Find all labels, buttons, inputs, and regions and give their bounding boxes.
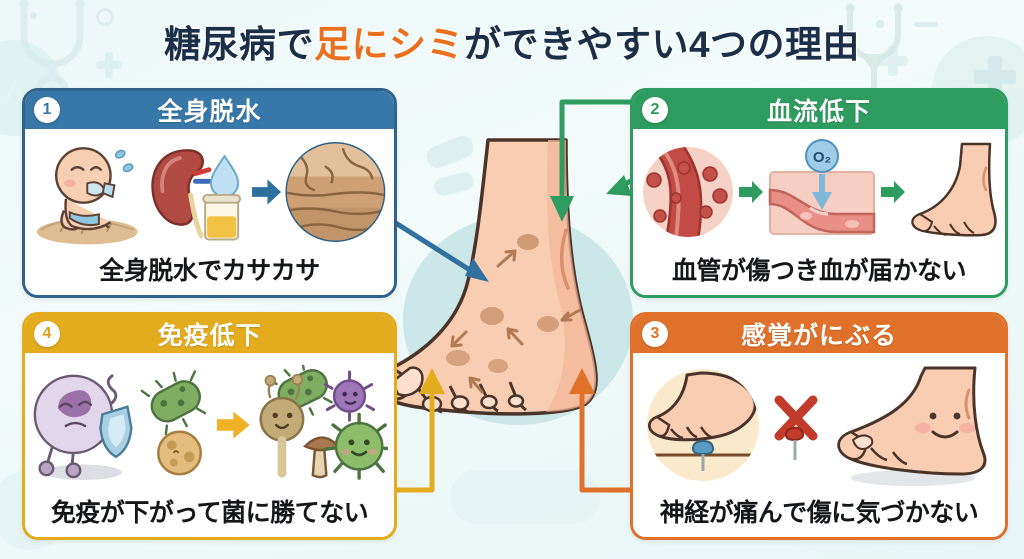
arrow-right-icon <box>881 181 906 203</box>
panel-2-artwork: O₂ <box>639 133 999 251</box>
panel-dehydration[interactable]: 1 全身脱水 <box>22 88 397 298</box>
panel-1-body: 全身脱水でカサカサ <box>25 129 394 295</box>
panel-1-caption: 全身脱水でカサカサ <box>99 257 320 285</box>
foot-with-spots-illustration <box>376 138 633 425</box>
panel-2-caption: 血管が傷つき血が届かない <box>671 257 967 285</box>
happy-germs-icon <box>259 365 388 480</box>
panel-1-number: 1 <box>34 97 60 123</box>
broken-pushpin-icon <box>774 395 818 460</box>
toenails <box>421 394 525 413</box>
panel-3-heading: 感覚がにぶる <box>740 322 897 350</box>
page-title: 糖尿病で足にシミができやすい4つの理由 <box>0 14 1024 68</box>
panel-4-artwork <box>31 357 388 493</box>
panel-1-header: 1 全身脱水 <box>25 91 394 129</box>
foot-icon <box>911 142 998 237</box>
ankle-crease <box>560 228 570 290</box>
spot-pointer-arrows <box>450 249 582 394</box>
panel-2-header: 2 血流低下 <box>633 91 1005 129</box>
narrowed-vessel-icon: O₂ <box>768 139 876 235</box>
dehydrated-baby-icon <box>36 147 138 245</box>
panel-sensation[interactable]: 3 感覚がにぶる <box>630 312 1008 540</box>
panel-2-heading: 血流低下 <box>766 98 871 126</box>
panel-3-caption: 神経が痛んで傷に気づかない <box>659 499 979 527</box>
panel-1-heading: 全身脱水 <box>157 98 262 126</box>
oxygen-label: O₂ <box>813 149 831 166</box>
circle-decoration <box>450 470 600 524</box>
arrow-right-icon <box>738 181 763 203</box>
purple-germ <box>323 370 375 422</box>
panel-3-header: 3 感覚がにぶる <box>633 315 1005 353</box>
panel-2-number: 2 <box>642 97 668 123</box>
title-suffix: ができやすい4つの理由 <box>463 24 861 65</box>
panel-4-caption: 免疫が下がって菌に勝てない <box>50 499 369 527</box>
arrow-right-icon <box>252 179 282 205</box>
smiling-foot-icon <box>837 366 987 486</box>
panel-3-artwork <box>639 357 999 493</box>
happy-germ-1 <box>259 373 305 478</box>
panel-blood-flow[interactable]: 2 血流低下 <box>630 88 1008 298</box>
panel-4-number: 4 <box>34 321 60 347</box>
title-prefix: 糖尿病で <box>163 24 314 65</box>
panel-4-header: 4 免疫低下 <box>25 315 394 353</box>
bacteria-icon <box>140 370 207 476</box>
arrow-right-icon <box>217 411 251 439</box>
panel-3-number: 3 <box>642 321 668 347</box>
green-spiky-germ <box>323 412 388 480</box>
cracked-skin-icon <box>285 142 386 242</box>
panel-3-body: 神経が痛んで傷に気づかない <box>633 353 1005 537</box>
panel-4-heading: 免疫低下 <box>157 322 262 350</box>
weak-white-blood-cell-icon <box>33 374 133 480</box>
title-highlight: 足にシミ <box>313 24 464 65</box>
kidney-icon <box>151 149 242 241</box>
foot-on-pushpin-icon <box>647 369 759 481</box>
foot-spots <box>446 234 559 373</box>
blood-vessel-icon <box>642 147 733 237</box>
panel-4-body: 免疫が下がって菌に勝てない <box>25 353 394 537</box>
panel-2-body: O₂ 血管が傷つき血が届かない <box>633 129 1005 295</box>
panel-1-artwork <box>31 133 388 251</box>
panel-immunity[interactable]: 4 免疫低下 <box>22 312 397 540</box>
mushroom-germ <box>302 436 340 479</box>
